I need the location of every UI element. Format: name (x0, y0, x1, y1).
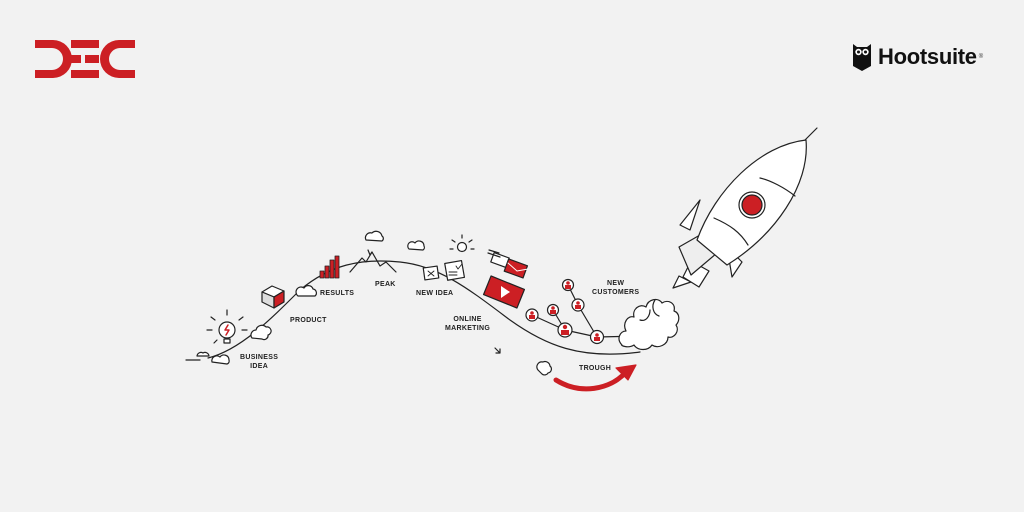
stage-label-product: PRODUCT (290, 316, 327, 325)
rocket-icon (672, 127, 818, 289)
hootsuite-logo: Hootsuite ® (852, 42, 983, 72)
arrow-down-right-icon (494, 347, 501, 354)
video-play-icon (482, 275, 526, 309)
journey-path (185, 260, 641, 361)
bar-chart-icon (319, 255, 340, 279)
stage-label-peak: PEAK (375, 280, 396, 289)
document-icon (422, 265, 440, 281)
label-line: BUSINESS (240, 354, 279, 361)
label-line: PRODUCT (290, 317, 327, 324)
document-check-icon (444, 259, 466, 281)
label-line: MARKETING (445, 325, 491, 332)
registered-mark: ® (978, 54, 984, 60)
hootsuite-wordmark: Hootsuite (878, 44, 977, 69)
stage-label-results: RESULTS (320, 289, 354, 298)
label-line: NEW IDEA (416, 290, 454, 297)
stage-label-business-idea: BUSINESS IDEA (240, 353, 278, 371)
lightbulb-icon (206, 309, 248, 344)
stage-label-online-marketing: ONLINE MARKETING (445, 315, 490, 333)
label-line: PEAK (375, 281, 396, 288)
label-line: CUSTOMERS (592, 289, 640, 296)
label-line: IDEA (250, 363, 269, 370)
stage-label-trough: TROUGH (579, 364, 611, 373)
dec-logo (35, 40, 135, 78)
smoke-cloud-icon (618, 298, 680, 351)
cube-icon (261, 285, 285, 309)
customer-network-icon (525, 278, 641, 345)
stage-label-new-customers: NEW CUSTOMERS (592, 279, 639, 297)
owl-icon (853, 44, 871, 71)
cloud-icon (196, 230, 552, 376)
curved-arrow-icon (553, 364, 637, 392)
label-line: ONLINE (453, 316, 482, 323)
label-line: RESULTS (320, 290, 355, 297)
label-line: NEW (607, 280, 625, 287)
idea-bulb-icon (449, 234, 475, 253)
label-line: TROUGH (579, 365, 612, 372)
mountain-icon (349, 249, 397, 273)
envelope-icon (503, 258, 529, 279)
stage-label-new-idea: NEW IDEA (416, 289, 453, 298)
